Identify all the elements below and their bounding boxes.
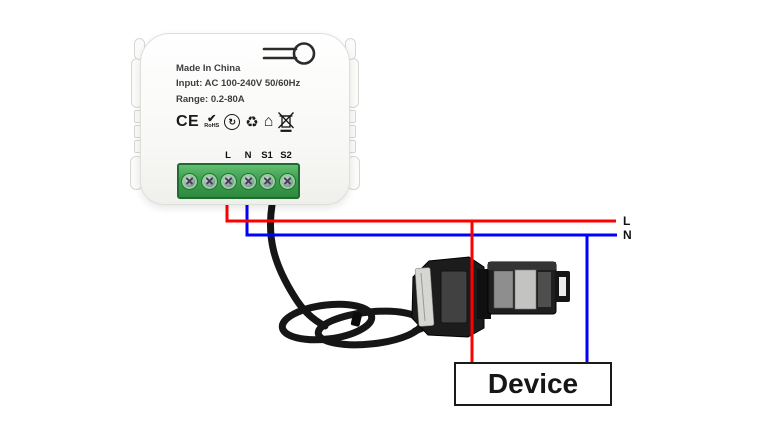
ct-label-sticker [414,267,435,327]
ct-core-plate-3 [538,272,551,307]
terminal-screw-s2 [278,172,296,190]
device-label: Device [487,368,579,399]
module-spec-text: Made In China Input: AC 100-240V 50/60Hz… [176,61,300,107]
green-dot-icon: ↻ [224,114,241,130]
input-spec-text: Input: AC 100-240V 50/60Hz [176,78,301,90]
weee-bin-icon [278,111,295,132]
neutral-wire-label: N [623,228,632,242]
neutral-wire [245,199,617,237]
cable-loop-2 [314,307,426,349]
house-icon: ⌂ [263,113,274,130]
made-in-text: Made In China [176,63,241,74]
terminal-screw-n [239,172,257,190]
terminal-screw-1 [181,172,198,190]
terminal-label-n: N [244,150,252,161]
certification-icons: CE ✔ RoHS ↻ ♻ ⌂ [176,108,295,136]
live-wire [225,199,616,223]
terminal-label-l: L [225,150,231,161]
screw-head [281,175,293,187]
terminal-screw-s1 [259,172,277,190]
rohs-check-icon: ✔ RoHS [204,113,220,130]
terminal-label-s1: S1 [261,150,273,161]
keyhole-icon [262,42,316,65]
ct-core-plate-1 [493,270,514,309]
ct-jaw-top-edge [488,262,556,270]
terminal-labels: L N S1 S2 [141,150,349,162]
ct-cable-drop [266,201,329,330]
screw-head [223,175,235,187]
ct-clamp [411,256,570,338]
ct-latch-hole [559,277,566,296]
ct-core-plate-2 [514,269,537,310]
terminal-screw-l [220,172,238,190]
screw-head [184,175,195,187]
ct-sticker-text-lines [420,272,426,322]
terminal-block [177,163,300,199]
smart-meter-module: Made In China Input: AC 100-240V 50/60Hz… [140,33,350,205]
device-box: Device [454,362,612,406]
range-spec-text: Range: 0.2-80A [176,93,245,105]
screw-head [262,175,274,187]
recycle-icon: ♻ [245,113,259,131]
cable-tie [350,311,363,327]
terminal-label-s2: S2 [280,150,292,161]
ct-body-panel [440,270,468,324]
ce-mark: CE [176,113,200,130]
screw-head [242,175,254,187]
live-wire-label: L [623,214,631,228]
terminal-screw-2 [200,172,218,190]
screw-head [203,175,215,187]
